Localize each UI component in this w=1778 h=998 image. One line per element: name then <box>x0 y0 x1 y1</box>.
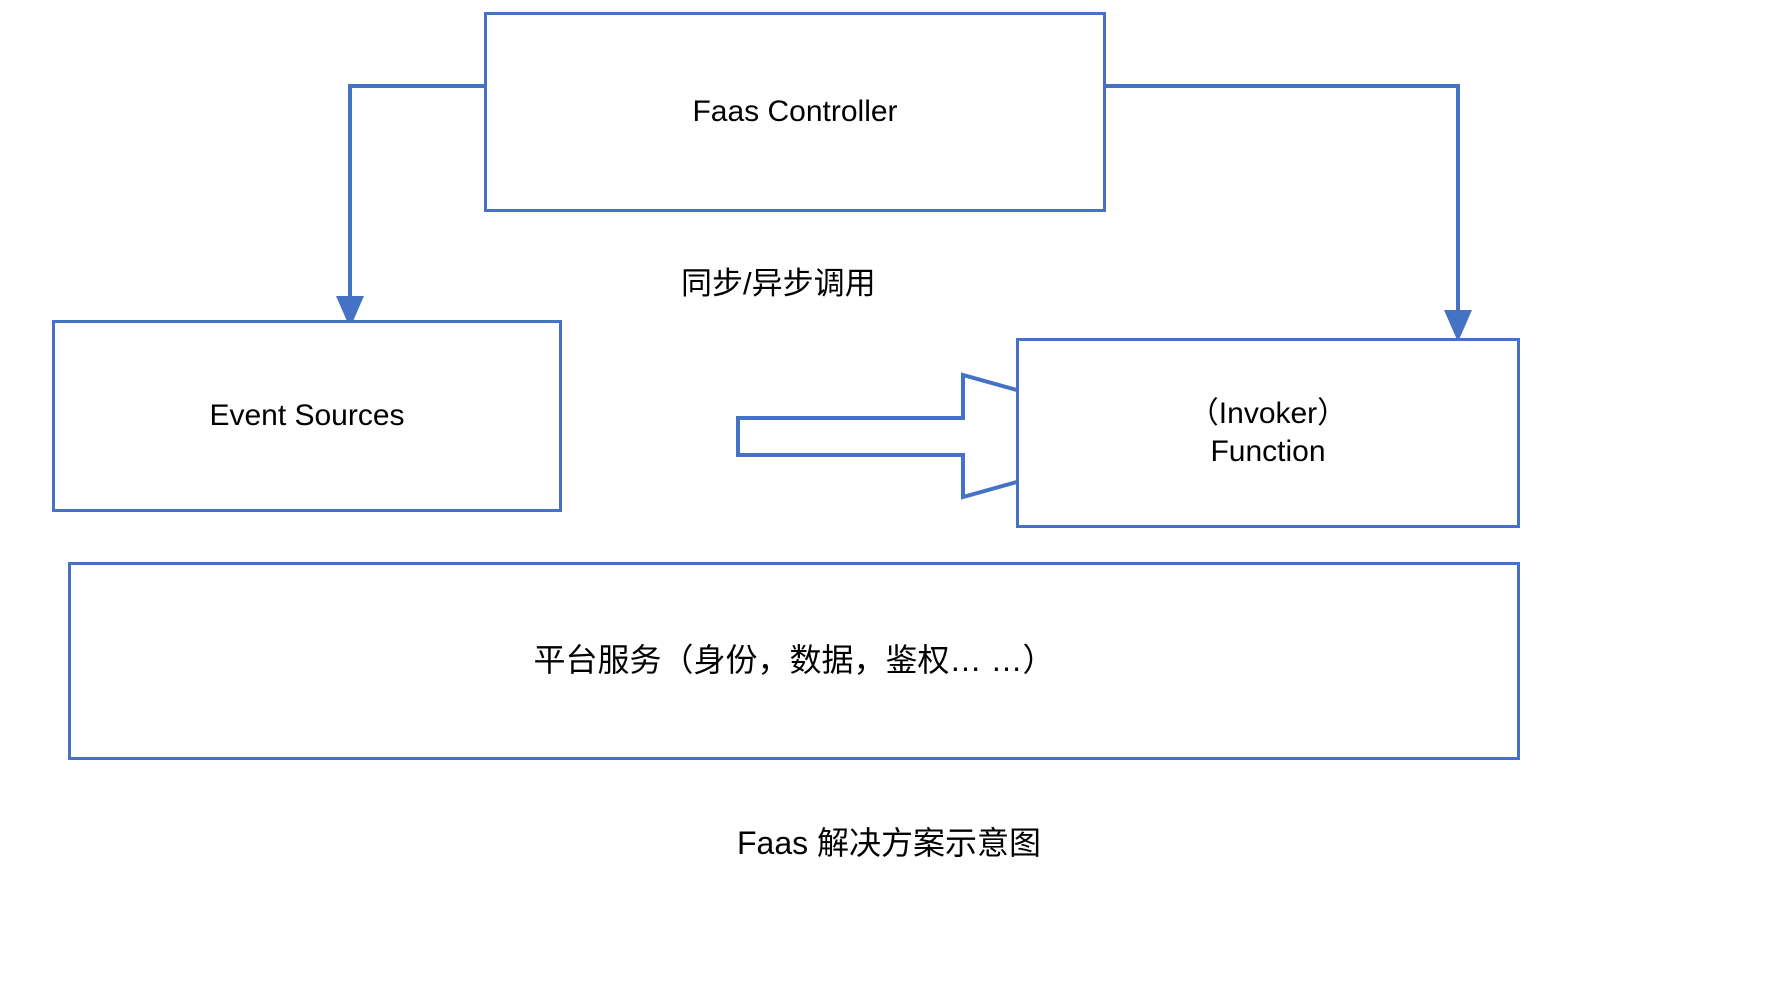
node-platform-services-label: 平台服务（身份，数据，鉴权… …） <box>533 642 1055 679</box>
node-function-label: （Invoker） Function <box>1188 396 1348 468</box>
edge-label-invoke-text: 同步/异步调用 <box>681 266 876 301</box>
connector-controller-to-event-sources <box>348 84 484 306</box>
connector-controller-to-function <box>1104 84 1460 320</box>
node-platform-services[interactable]: 平台服务（身份，数据，鉴权… …） <box>68 562 1520 760</box>
node-faas-controller-label: Faas Controller <box>692 94 898 128</box>
node-event-sources-label: Event Sources <box>209 398 405 432</box>
node-faas-controller[interactable]: Faas Controller <box>484 12 1106 212</box>
figure-caption: Faas 解决方案示意图 <box>0 818 1778 864</box>
figure-caption-text: Faas 解决方案示意图 <box>736 825 1042 861</box>
node-event-sources[interactable]: Event Sources <box>52 320 562 512</box>
edge-label-invoke: 同步/异步调用 <box>681 258 876 303</box>
node-function[interactable]: （Invoker） Function <box>1016 338 1520 528</box>
